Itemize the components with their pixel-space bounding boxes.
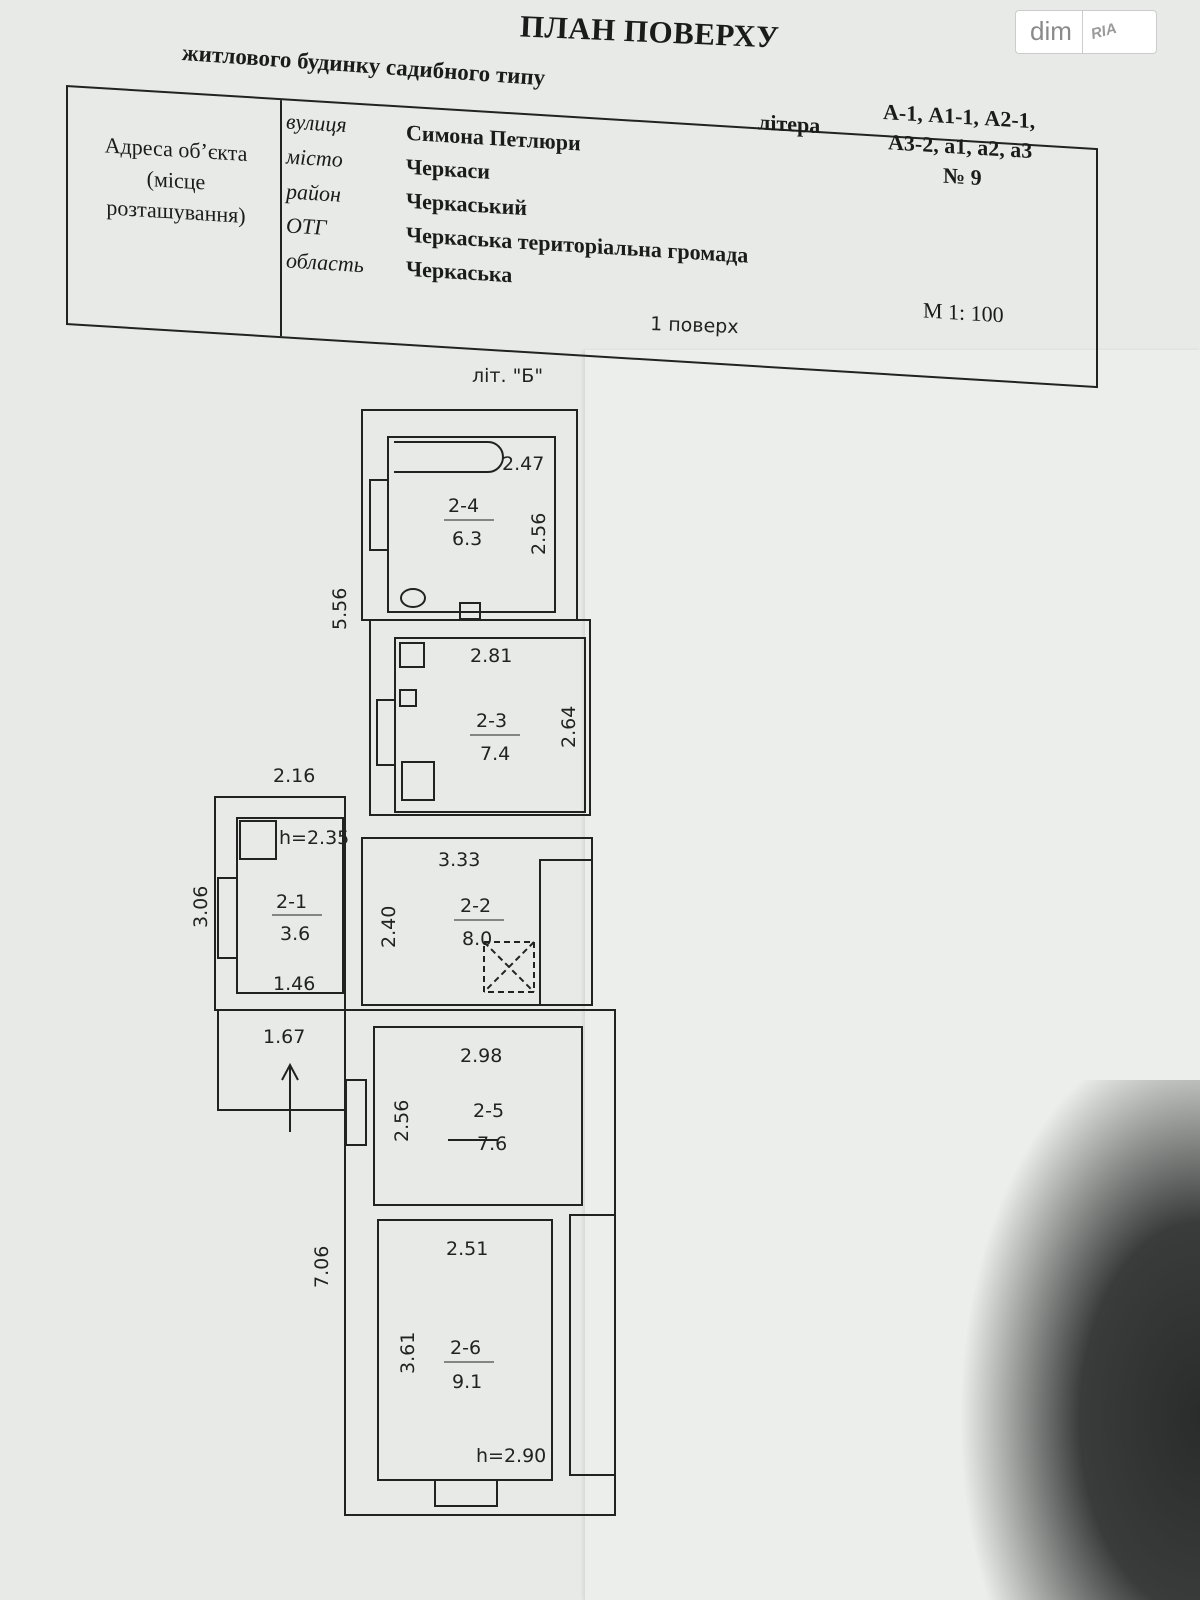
dimension: 2.47 <box>502 453 544 475</box>
hatch-cross <box>483 941 535 993</box>
dimension-labels: 2.47 2.56 5.56 2.81 2.64 2.16 h=2.35 3.3… <box>190 453 580 1467</box>
dimension: 2.40 <box>378 906 400 948</box>
hatch-icon <box>483 941 535 993</box>
floor-label: 1 поверх <box>650 313 739 338</box>
window-2-4 <box>369 479 389 551</box>
dimension: 1.67 <box>263 1026 305 1048</box>
room-id: 2-3 <box>476 710 507 732</box>
dimension: 2.56 <box>391 1100 413 1142</box>
dimension: 3.06 <box>190 886 212 928</box>
window-2-5 <box>345 1079 367 1146</box>
dimension: 3.61 <box>397 1332 419 1374</box>
dimension: 2.51 <box>446 1238 488 1260</box>
wall-outer-lower <box>344 1009 616 1516</box>
room-area: 6.3 <box>452 528 482 550</box>
window-2-6 <box>434 1479 498 1507</box>
watermark-dim: dim <box>1016 11 1083 53</box>
entrance-arrow-icon <box>281 1062 299 1132</box>
room-area: 7.6 <box>477 1133 507 1155</box>
room-id: 2-5 <box>473 1100 504 1122</box>
dimension: 1.46 <box>273 973 315 995</box>
dimension: 2.64 <box>558 706 580 748</box>
room-id: 2-6 <box>450 1337 481 1359</box>
boiler-icon <box>239 820 277 860</box>
dimension: 3.33 <box>438 849 480 871</box>
room-labels: 2-4 6.3 2-3 7.4 2-1 3.6 2-2 8.0 2-5 7.6 … <box>272 495 520 1393</box>
wall-outer-2-3 <box>369 619 591 816</box>
toilet-icon <box>400 588 426 608</box>
bathtub-icon <box>394 441 504 473</box>
dimension: 2.98 <box>460 1045 502 1067</box>
dimension: h=2.90 <box>476 1445 546 1467</box>
room-id: 2-2 <box>460 895 491 917</box>
room-area: 7.4 <box>480 743 510 765</box>
window-2-1 <box>217 877 238 959</box>
vestibule <box>217 1009 346 1111</box>
stove-icon <box>401 761 435 801</box>
dimension: 7.06 <box>311 1246 333 1288</box>
walls <box>214 409 616 1516</box>
dimension: 2.81 <box>470 645 512 667</box>
sink-icon <box>399 689 417 707</box>
room-area: 9.1 <box>452 1371 482 1393</box>
window-2-3 <box>376 699 396 766</box>
photo-shadow <box>960 1080 1200 1600</box>
room-id: 2-1 <box>276 891 307 913</box>
room-area: 3.6 <box>280 923 310 945</box>
dimension: h=2.35 <box>279 827 349 849</box>
room-id: 2-4 <box>448 495 479 517</box>
dimension: 2.56 <box>528 513 550 555</box>
dimension: 5.56 <box>329 588 351 630</box>
room-area: 8.0 <box>462 928 492 950</box>
dimria-watermark: dim RIA <box>1015 10 1157 54</box>
stairs-icon <box>539 859 593 1006</box>
dimension: 2.16 <box>273 765 315 787</box>
litera-b-label: літ. "Б" <box>472 365 543 387</box>
room-2-5 <box>373 1026 583 1206</box>
adjacent-room <box>569 1214 616 1476</box>
boiler-icon <box>399 642 425 668</box>
